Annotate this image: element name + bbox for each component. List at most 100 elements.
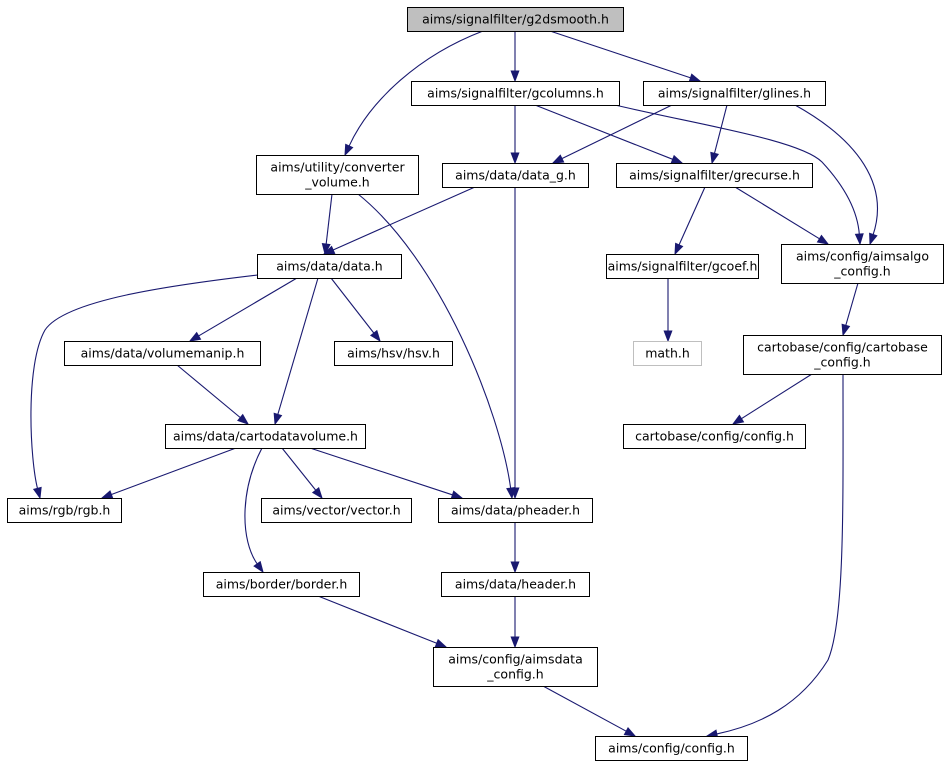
node-label: aims/data/data.h: [276, 259, 382, 274]
edge-line: [348, 30, 484, 148]
node-label: aims/border/border.h: [216, 577, 348, 592]
node-label: aims/signalfilter/grecurse.h: [629, 168, 800, 183]
edge-cartodatavolume-to-border: [244, 447, 264, 574]
edge-line: [678, 186, 706, 247]
node-g2dsmooth[interactable]: aims/signalfilter/g2dsmooth.h: [407, 7, 624, 32]
edge-line: [110, 447, 237, 496]
node-box: [203, 572, 360, 597]
nodes-layer: aims/signalfilter/g2dsmooth.h aims/signal…: [7, 7, 944, 761]
edge-line: [176, 364, 242, 419]
node-cartobase-config-config[interactable]: cartobase/config/config.h: [623, 424, 806, 449]
node-label: cartobase/config/config.h: [635, 429, 794, 444]
node-label: aims/signalfilter/gcolumns.h: [427, 86, 604, 101]
edge-border-to-aimsdata_config: [317, 595, 448, 648]
node-label: _volume.h: [304, 175, 369, 190]
arrowhead-icon: [510, 636, 520, 649]
node-label: aims/data/data_g.h: [455, 168, 576, 183]
node-aimsalgo-config[interactable]: aims/config/aimsalgo_config.h: [781, 244, 944, 284]
node-header[interactable]: aims/data/header.h: [441, 572, 590, 597]
node-hsv[interactable]: aims/hsv/hsv.h: [334, 341, 453, 366]
node-label: aims/data/cartodatavolume.h: [173, 429, 358, 444]
arrowhead-icon: [510, 70, 520, 83]
node-rgb[interactable]: aims/rgb/rgb.h: [7, 498, 122, 523]
node-grecurse[interactable]: aims/signalfilter/grecurse.h: [616, 163, 813, 188]
node-box: [633, 341, 702, 366]
edge-data-to-rgb: [30, 273, 267, 500]
edge-glines-to-aimsalgo_config: [794, 104, 878, 246]
node-box: [623, 424, 806, 449]
node-aimsdata-config[interactable]: aims/config/aimsdata_config.h: [433, 647, 598, 687]
node-converter-volume[interactable]: aims/utility/converter_volume.h: [256, 155, 419, 195]
edge-gcoef-to-math: [663, 278, 673, 343]
edge-data_g-to-data: [322, 186, 476, 255]
arrowhead-icon: [311, 486, 323, 500]
node-box: [407, 7, 624, 32]
edge-header-to-aimsdata_config: [510, 596, 520, 649]
node-volumemanip[interactable]: aims/data/volumemanip.h: [64, 341, 261, 366]
node-label: _config.h: [486, 667, 543, 682]
edge-aimsalgo_config-to-cartobase_config: [841, 282, 859, 337]
node-border[interactable]: aims/border/border.h: [203, 572, 360, 597]
node-box: [606, 254, 759, 279]
arrowhead-icon: [663, 330, 673, 343]
edge-data-to-hsv: [330, 277, 381, 343]
arrowhead-icon: [623, 727, 637, 737]
arrowhead-icon: [674, 242, 684, 256]
node-pheader[interactable]: aims/data/pheader.h: [438, 498, 593, 523]
arrowhead-icon: [854, 233, 864, 246]
node-math[interactable]: math.h: [633, 341, 702, 366]
node-box: [441, 572, 590, 597]
edge-volumemanip-to-cartodatavolume: [176, 364, 250, 425]
edge-data_g-to-pheader: [510, 187, 520, 500]
node-cartobase-config[interactable]: cartobase/config/cartobase_config.h: [743, 335, 942, 375]
node-box: [442, 163, 589, 188]
edge-line: [244, 447, 263, 566]
node-box: [643, 81, 826, 106]
arrowhead-icon: [551, 154, 565, 164]
arrowhead-icon: [100, 490, 114, 499]
node-aims-config-config[interactable]: aims/config/config.h: [595, 736, 748, 761]
node-vector[interactable]: aims/vector/vector.h: [261, 498, 412, 523]
node-label: _config.h: [813, 355, 870, 370]
edge-glines-to-grecurse: [710, 104, 728, 165]
arrowhead-icon: [369, 329, 381, 343]
edge-grecurse-to-aimsalgo_config: [734, 186, 830, 245]
arrowhead-icon: [816, 234, 830, 245]
edge-line: [330, 277, 375, 335]
arrowhead-icon: [322, 245, 336, 255]
edge-g2dsmooth-to-glines: [549, 30, 702, 82]
arrowhead-icon: [237, 413, 250, 425]
edge-line: [740, 373, 813, 420]
node-gcolumns[interactable]: aims/signalfilter/gcolumns.h: [411, 81, 620, 106]
edge-pheader-to-header: [510, 522, 520, 574]
arrowhead-icon: [841, 323, 851, 337]
node-box: [433, 647, 598, 687]
edge-gcolumns-to-data_g: [510, 105, 520, 165]
node-cartodatavolume[interactable]: aims/data/cartodatavolume.h: [165, 424, 366, 449]
edges-layer: [30, 30, 878, 739]
arrowhead-icon: [688, 73, 702, 82]
edge-line: [357, 193, 512, 490]
node-box: [438, 498, 593, 523]
edge-line: [277, 277, 319, 416]
node-label: aims/data/pheader.h: [451, 503, 580, 518]
node-glines[interactable]: aims/signalfilter/glines.h: [643, 81, 826, 106]
edge-cartodatavolume-to-pheader: [309, 447, 464, 500]
arrowhead-icon: [670, 154, 684, 164]
arrowhead-icon: [510, 487, 520, 500]
node-label: aims/config/aimsalgo: [796, 249, 929, 264]
node-box: [781, 244, 944, 284]
node-label: aims/utility/converter: [270, 160, 405, 175]
arrowhead-icon: [321, 243, 331, 256]
node-data-g[interactable]: aims/data/data_g.h: [442, 163, 589, 188]
edge-line: [549, 30, 692, 79]
edge-converter_volume-to-data: [321, 193, 333, 256]
arrowhead-icon: [188, 331, 202, 342]
node-box: [411, 81, 620, 106]
edge-glines-to-data_g: [551, 104, 673, 164]
node-gcoef[interactable]: aims/signalfilter/gcoef.h: [606, 254, 759, 279]
arrowhead-icon: [253, 560, 264, 574]
edge-line: [542, 685, 628, 733]
node-data[interactable]: aims/data/data.h: [257, 254, 402, 279]
arrowhead-icon: [344, 143, 354, 157]
